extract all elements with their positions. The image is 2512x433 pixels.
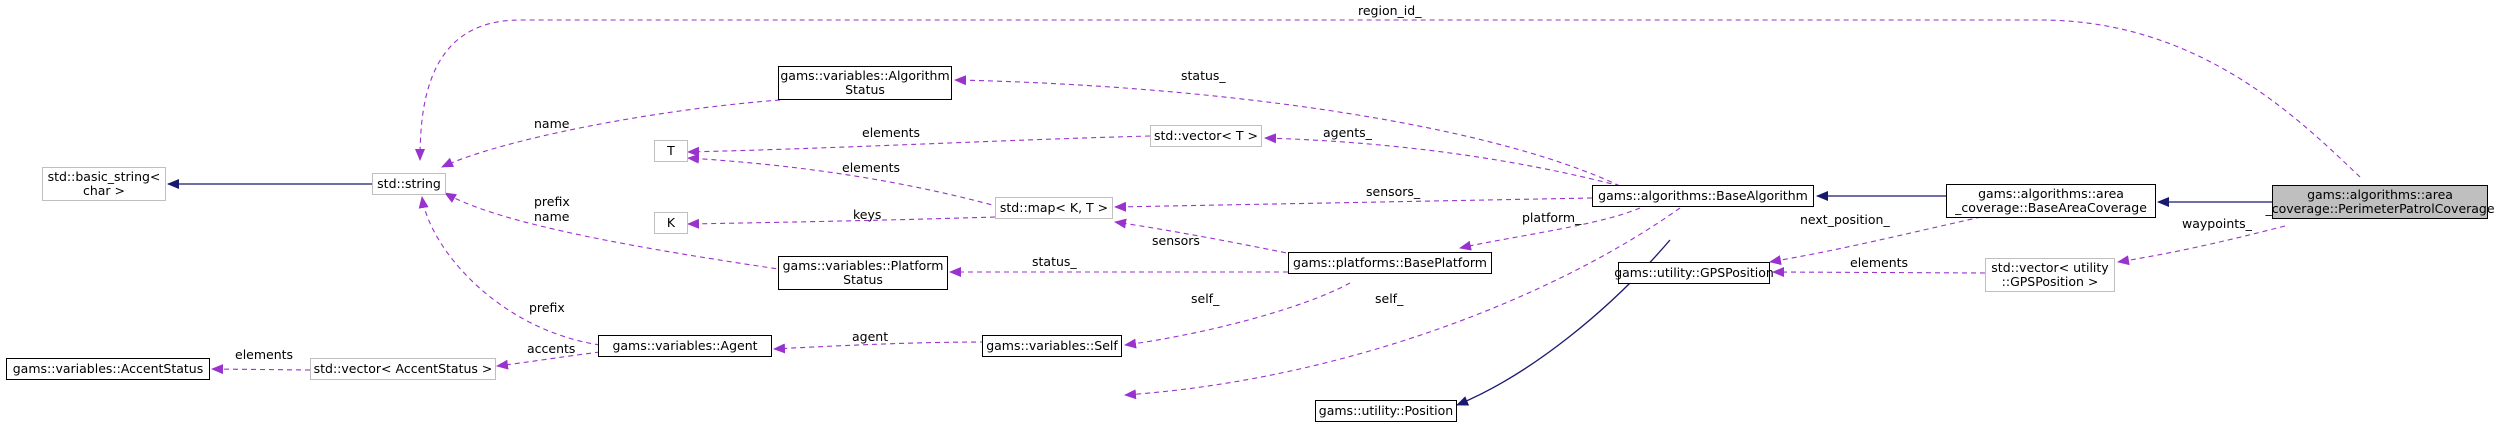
node-label-line: std::map< K, T >	[999, 200, 1109, 215]
edge-label-name-line: name	[534, 209, 570, 224]
edge-label-self-b: self_	[1375, 291, 1404, 306]
edge-label-agent: agent	[852, 329, 888, 344]
node-label-line: Status	[845, 82, 885, 97]
edge-label-elements-gps: elements	[1850, 255, 1908, 270]
node-label-line: std::basic_string<	[47, 169, 161, 184]
node-label-line: gams::variables::Platform	[782, 258, 944, 273]
node-label-line: gams::utility::GPSPosition	[1614, 265, 1774, 280]
edge-label-status-plat: status_	[1032, 254, 1077, 269]
node-k[interactable]: K	[654, 212, 688, 234]
edge-gps-elements	[1772, 267, 1986, 278]
node-position[interactable]: gams::utility::Position	[1315, 400, 1457, 422]
node-accent-status[interactable]: gams::variables::AccentStatus	[6, 358, 210, 380]
node-algorithm-status[interactable]: gams::variables::Algorithm Status	[778, 66, 952, 100]
node-base-platform[interactable]: gams::platforms::BasePlatform	[1288, 252, 1492, 274]
edge-label-self-a: self_	[1191, 291, 1220, 306]
node-perimeter-patrol-coverage[interactable]: gams::algorithms::area _coverage::Perime…	[2265, 185, 2495, 219]
edge-elements-t-vec	[687, 135, 1151, 157]
node-base-area-coverage[interactable]: gams::algorithms::area _coverage::BaseAr…	[1946, 184, 2156, 218]
edge-label-region-id: region_id_	[1358, 3, 1422, 18]
edge-label-sensors: sensors_	[1366, 184, 1421, 199]
node-label-line: gams::utility::Position	[1318, 403, 1454, 418]
node-vector-accent-status[interactable]: std::vector< AccentStatus >	[310, 358, 496, 380]
edge-status	[954, 75, 1621, 187]
node-label-line: gams::variables::AccentStatus	[12, 361, 204, 376]
edge-waypoints	[2117, 225, 2286, 266]
node-label-line: gams::variables::Self	[986, 338, 1118, 353]
edge-accents	[496, 351, 601, 370]
edge-agent	[773, 341, 986, 354]
edge-self-from-platform	[1124, 282, 1351, 349]
node-label-line: std::vector< T >	[1154, 128, 1258, 143]
node-label-line: gams::algorithms::area	[2307, 187, 2453, 202]
node-label-line: _coverage::PerimeterPatrolCoverage	[2265, 201, 2495, 216]
node-vector-t[interactable]: std::vector< T >	[1150, 125, 1262, 147]
node-label-line: K	[666, 215, 676, 230]
edge-label-prefix-line: prefix	[534, 194, 570, 209]
node-platform-status[interactable]: gams::variables::Platform Status	[778, 256, 948, 290]
node-std-string[interactable]: std::string	[372, 173, 446, 195]
edge-label-prefix-name: prefix name	[534, 194, 574, 224]
node-self[interactable]: gams::variables::Self	[982, 335, 1122, 357]
node-map-k-t[interactable]: std::map< K, T >	[995, 197, 1113, 219]
node-basic-string[interactable]: std::basic_string< char >	[42, 167, 166, 201]
node-label-line: _coverage::BaseAreaCoverage	[1955, 200, 2147, 215]
edge-label-platform: platform_	[1522, 210, 1582, 225]
node-label-line: gams::algorithms::BaseAlgorithm	[1598, 188, 1808, 203]
node-label-line: std::string	[377, 176, 441, 191]
node-label-line: gams::platforms::BasePlatform	[1293, 255, 1487, 270]
edge-sensors	[1114, 197, 1593, 212]
edge-label-accents: accents	[527, 341, 575, 356]
edge-elements-accent	[211, 364, 311, 375]
node-t[interactable]: T	[654, 140, 688, 162]
node-label-line: T	[667, 143, 675, 158]
node-vector-gps-position[interactable]: std::vector< utility ::GPSPosition >	[1985, 258, 2115, 292]
edge-label-elements-accent: elements	[235, 347, 293, 362]
edge-platform	[1459, 207, 1641, 251]
node-agent[interactable]: gams::variables::Agent	[598, 335, 772, 357]
node-gps-position[interactable]: gams::utility::GPSPosition	[1614, 262, 1774, 284]
edge-label-next-position: next_position_	[1800, 212, 1890, 227]
edge-label-elements-t-vec: elements	[862, 125, 920, 140]
edge-label-prefix-agent: prefix	[529, 300, 565, 315]
edge-region-id	[415, 19, 2361, 178]
node-label-line: gams::variables::Algorithm	[780, 68, 950, 83]
edge-label-elements-t-map: elements	[842, 160, 900, 175]
edge-name	[441, 99, 781, 168]
node-base-algorithm[interactable]: gams::algorithms::BaseAlgorithm	[1592, 185, 1814, 207]
node-label-line: std::vector< utility	[1991, 260, 2109, 275]
edge-prefix-agent	[418, 196, 601, 346]
edge-label-agents: agents_	[1323, 125, 1373, 140]
edge-prefix-name	[444, 192, 786, 271]
node-label-line: gams::variables::Agent	[612, 338, 758, 353]
node-label-line: std::vector< AccentStatus >	[313, 361, 493, 376]
node-label-line: Status	[843, 272, 883, 287]
node-label-line: ::GPSPosition >	[2001, 274, 2099, 289]
edge-agents	[1264, 133, 1621, 187]
node-label-line: char >	[82, 183, 126, 198]
edge-label-status: status_	[1181, 68, 1226, 83]
edge-label-name: name	[534, 116, 570, 131]
edge-elements-t-map	[687, 153, 1001, 208]
edge-label-sensors-plat: sensors	[1152, 233, 1200, 248]
edge-label-waypoints: waypoints_	[2182, 216, 2253, 231]
edge-label-keys: keys	[853, 207, 881, 222]
node-label-line: gams::algorithms::area	[1978, 186, 2124, 201]
edge-keys	[687, 216, 996, 229]
